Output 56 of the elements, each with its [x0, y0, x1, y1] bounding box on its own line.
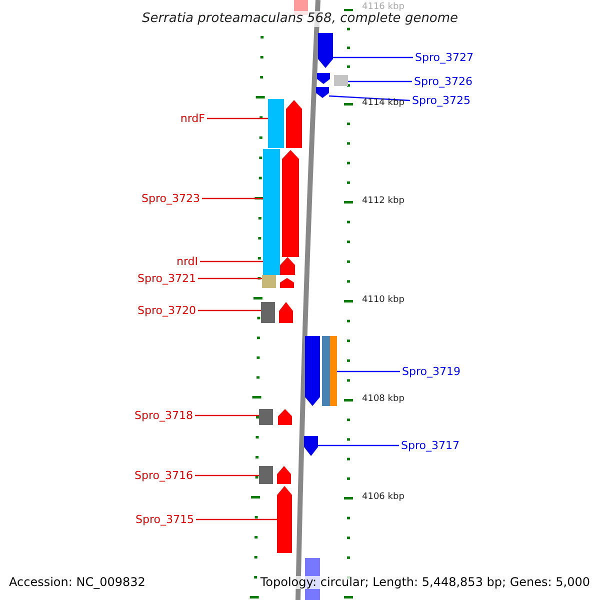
- leader-line: [328, 95, 410, 102]
- gene-block: [334, 75, 348, 86]
- gene-block: [259, 466, 273, 484]
- gene-label: Spro_3723: [142, 192, 200, 205]
- gene-segment: [304, 436, 318, 456]
- gene-label: Spro_3720: [138, 304, 196, 317]
- gene-label: Spro_3727: [415, 51, 474, 64]
- gene-label: Spro_3725: [412, 94, 470, 107]
- gene-label: Spro_3716: [134, 469, 193, 482]
- gene-segment: [280, 278, 294, 288]
- gene-segment: [277, 486, 292, 553]
- leader-line: [200, 260, 263, 262]
- scale-label: 4106 kbp: [362, 492, 404, 502]
- leader-line: [198, 278, 262, 280]
- gene-segment: [279, 302, 293, 323]
- gene-label: Spro_3717: [401, 439, 460, 452]
- gene-segment: [278, 409, 292, 425]
- scale-label: 4112 kbp: [362, 196, 404, 206]
- leader-line: [202, 198, 263, 200]
- leader-line: [195, 474, 259, 476]
- leader-line: [333, 56, 413, 58]
- leader-line: [348, 80, 412, 82]
- leader-line: [195, 414, 259, 416]
- gene-block: [322, 336, 330, 406]
- gene-segment: [317, 73, 330, 84]
- gene-label: Spro_3718: [134, 409, 193, 422]
- leader-line: [337, 370, 400, 372]
- scale-label: 4116 kbp: [362, 2, 404, 12]
- leader-line: [198, 310, 261, 312]
- gene-segment: [280, 257, 295, 275]
- gene-block: [330, 336, 337, 406]
- scale-label: 4114 kbp: [362, 98, 404, 108]
- leader-line: [196, 518, 277, 520]
- footer-text: Topology: circular; Length: 5,448,853 bp; Genes: 5,000: [260, 576, 590, 589]
- gene-label: nrdI: [176, 255, 198, 268]
- gene-block: [268, 99, 284, 148]
- gene-label: Spro_3721: [138, 272, 196, 285]
- gene-label: nrdF: [180, 112, 205, 125]
- gene-segment: [318, 33, 333, 68]
- gene-label: Spro_3726: [414, 75, 472, 88]
- gene-block: [263, 149, 280, 275]
- gene-label: Spro_3719: [402, 365, 460, 378]
- gene-label: Spro_3715: [136, 513, 194, 526]
- footer-text: Accession: NC_009832: [9, 576, 146, 589]
- gene-block: [259, 409, 273, 425]
- gene-segment: [316, 87, 329, 98]
- gene-segment: [305, 336, 320, 406]
- scale-label: 4110 kbp: [362, 295, 404, 305]
- gene-block: [262, 275, 276, 288]
- title: Serratia proteamaculans 568, complete genome: [142, 11, 458, 27]
- gene-block: [261, 302, 275, 323]
- scale-label: 4108 kbp: [362, 394, 404, 404]
- gene-segment: [286, 100, 302, 148]
- leader-line: [207, 118, 268, 120]
- leader-line: [318, 444, 399, 446]
- gene-segment: [277, 466, 291, 484]
